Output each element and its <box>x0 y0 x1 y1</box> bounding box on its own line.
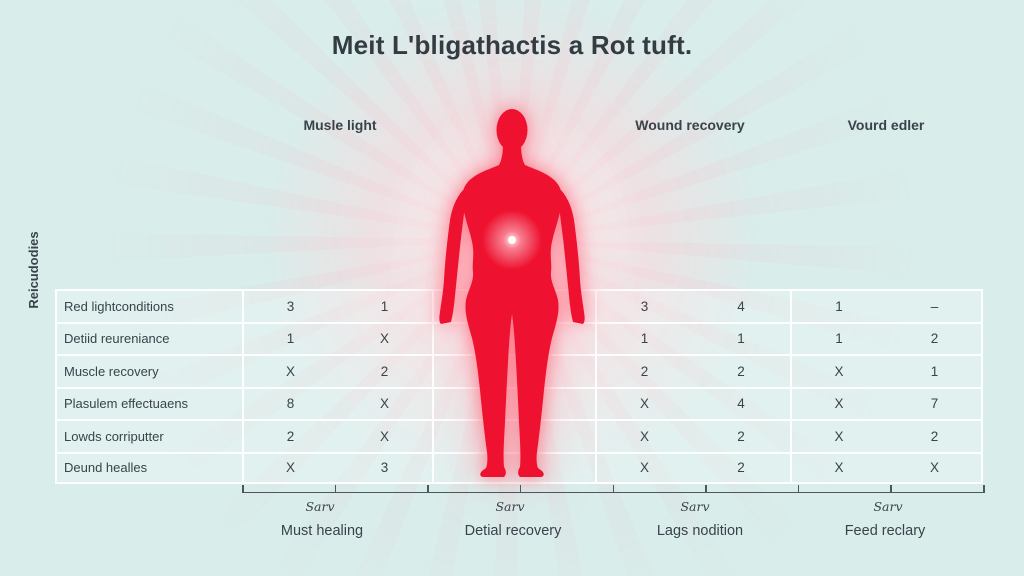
axis-tick-label: Sarv <box>495 499 525 514</box>
axis-tick <box>612 485 615 493</box>
axis-tick <box>427 485 429 493</box>
table-cell-spacer <box>432 356 595 387</box>
table-cell: X <box>379 396 389 412</box>
table-cell: 1 <box>595 323 692 354</box>
table-cell: X <box>242 453 337 482</box>
table-row: Deund healles X 3 X 2 X X <box>55 451 983 484</box>
table-cell: 2 <box>242 421 337 452</box>
table-cell: – <box>930 298 939 314</box>
table-cell: 2 <box>737 428 745 444</box>
table-cell: 1 <box>380 298 389 314</box>
table-cell: X <box>790 421 886 452</box>
axis-tick <box>705 485 707 493</box>
page-title: Meit L'bligathactis a Rot tuft. <box>331 30 693 60</box>
human-body-silhouette <box>439 109 585 477</box>
row-label: Lowds corriputter <box>55 421 242 452</box>
table-cell: 2 <box>930 331 939 347</box>
axis-category-label: Must healing <box>280 523 364 539</box>
row-axis-label: Reicudodies <box>26 231 41 309</box>
axis-tick <box>797 485 800 493</box>
figure-torso-legs <box>461 144 563 477</box>
table-cell-spacer <box>432 453 595 482</box>
table-cell: X <box>790 453 886 482</box>
axis-tick <box>519 485 522 493</box>
table-cell-spacer <box>432 291 595 322</box>
figure-right-arm <box>558 190 585 324</box>
table-cell: 2 <box>930 428 939 444</box>
axis-tick <box>890 485 892 493</box>
table-cell: X <box>379 331 389 347</box>
axis-tick-label: Sarv <box>680 499 710 514</box>
abdomen-light-core <box>508 236 516 244</box>
table-cell: X <box>242 356 337 387</box>
table-cell: 1 <box>737 331 745 347</box>
table-cell: 3 <box>595 291 692 322</box>
row-label: Red lightconditions <box>55 291 242 322</box>
table-cell: X <box>790 388 886 419</box>
axis-category-label: Feed reclary <box>844 523 926 539</box>
table-cell: X <box>595 421 692 452</box>
table-cell: 4 <box>737 396 745 412</box>
table-cell-spacer <box>432 421 595 452</box>
row-label: Detiid reureniance <box>55 323 242 354</box>
row-label: Plasulem effectuaens <box>55 388 242 419</box>
table-cell: X <box>790 356 886 387</box>
row-label: Deund healles <box>55 453 242 482</box>
axis-tick <box>242 485 244 493</box>
table-cell: 2 <box>737 363 745 379</box>
table-cell-spacer <box>432 323 595 354</box>
table-cell: 1 <box>242 323 337 354</box>
axis-tick-label: Sarv <box>305 499 335 514</box>
table-cell: 4 <box>737 298 745 314</box>
table-cell: 1 <box>790 291 886 322</box>
table-cell: X <box>595 453 692 482</box>
table-cell: 2 <box>737 460 745 476</box>
table-cell: 1 <box>790 323 886 354</box>
table-cell: 8 <box>242 388 337 419</box>
table-cell: 2 <box>380 363 389 379</box>
table-cell: 3 <box>380 460 389 476</box>
table-cell: 1 <box>930 363 939 379</box>
table-cell: X <box>379 428 389 444</box>
table-cell: X <box>929 460 939 476</box>
axis-tick-label: Sarv <box>873 499 903 514</box>
axis-category-label: Detial recovery <box>464 523 562 539</box>
axis-tick <box>983 485 985 493</box>
column-header-3: Vourd edler <box>847 117 925 133</box>
figure-head <box>496 109 528 151</box>
table-cell: 3 <box>242 291 337 322</box>
column-header-2: Wound recovery <box>635 117 745 133</box>
column-header-1: Musle light <box>303 117 377 133</box>
axis-tick <box>334 485 337 493</box>
axis-category-label: Lags nodition <box>656 523 744 539</box>
row-label: Muscle recovery <box>55 356 242 387</box>
table-cell: X <box>595 388 692 419</box>
table-cell-spacer <box>432 388 595 419</box>
table-cell: 2 <box>595 356 692 387</box>
table-cell: 7 <box>930 396 939 412</box>
bottom-axis <box>242 485 985 493</box>
figure-left-arm <box>439 190 466 324</box>
